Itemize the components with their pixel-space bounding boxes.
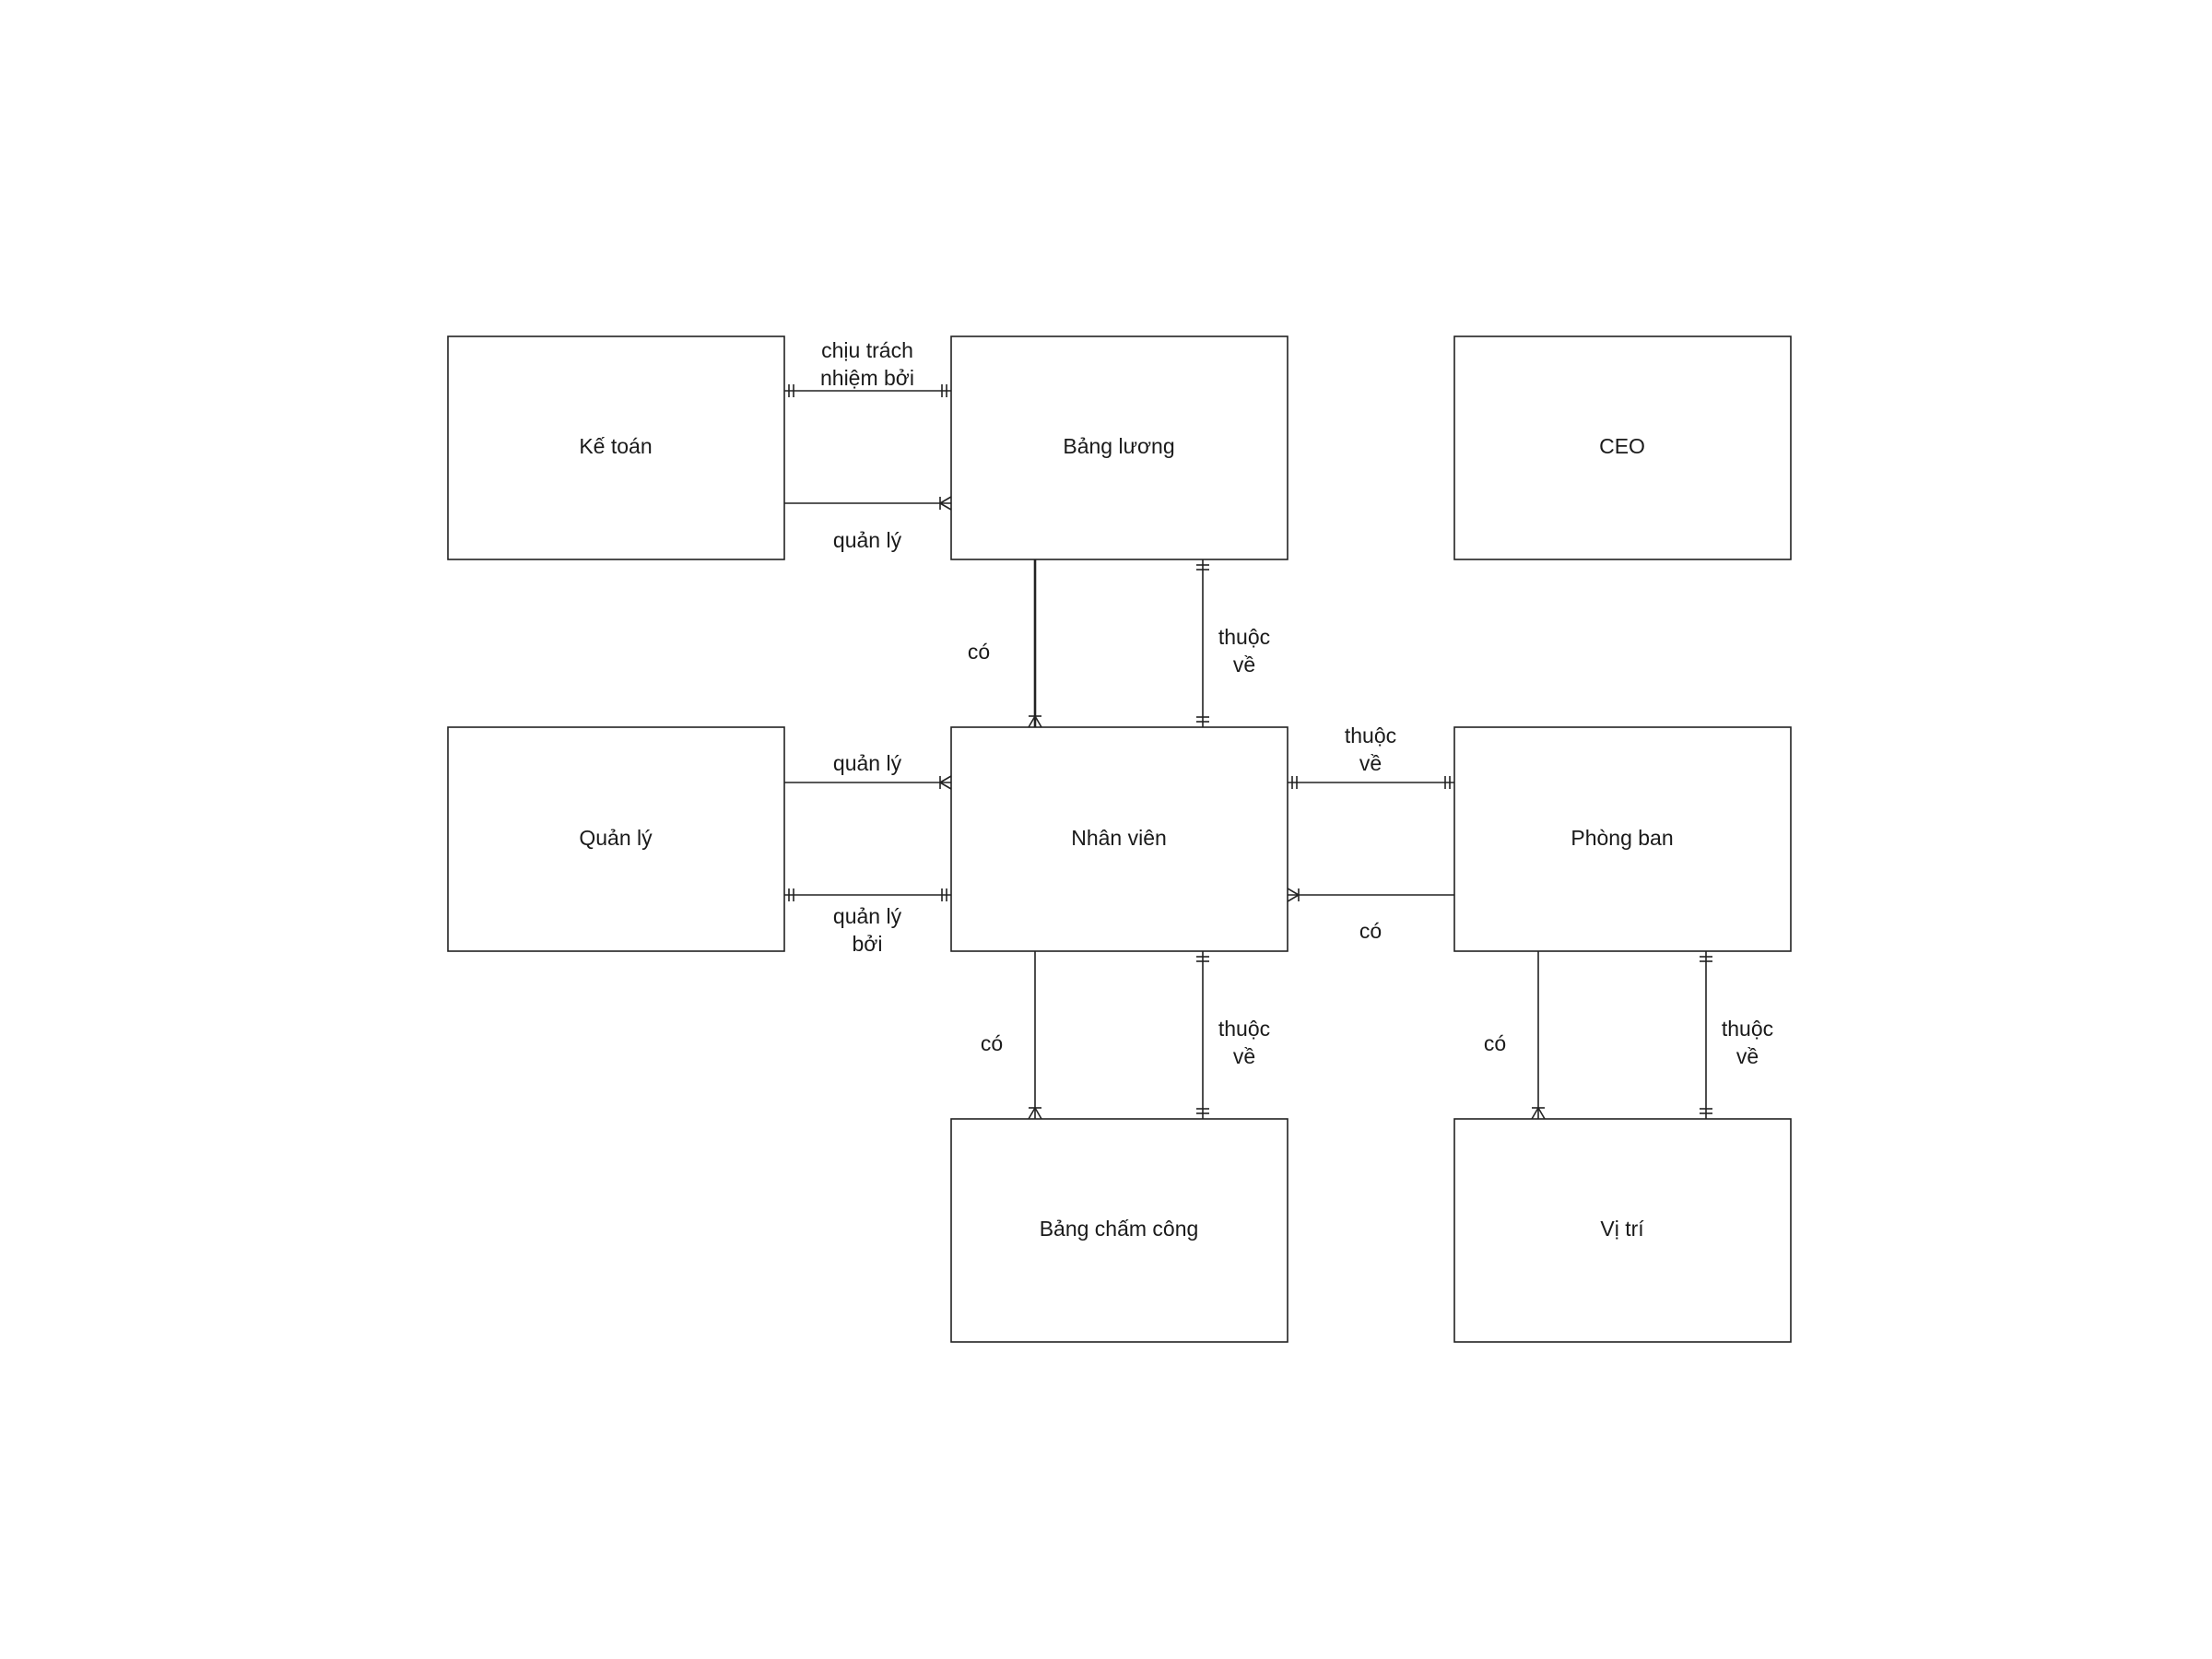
rel-label: có [981, 1031, 1003, 1055]
entity-ke-toan[interactable]: Kế toán [447, 335, 785, 560]
rel-ketoan-bangluong-top [784, 384, 951, 397]
rel-label: có [1359, 919, 1382, 943]
rel-label: về [1233, 1044, 1255, 1068]
entity-label: Nhân viên [1071, 826, 1167, 850]
rel-phongban-vitri-right [1700, 951, 1712, 1119]
rel-label: về [1736, 1044, 1759, 1068]
entity-label: CEO [1599, 434, 1645, 458]
entity-label: Bảng chấm công [1040, 1217, 1199, 1241]
rel-label: quản lý [833, 904, 902, 928]
rel-nhanvien-phongban-bottom [1287, 888, 1454, 902]
rel-bangluong-nhanvien-right [1196, 559, 1209, 727]
rel-label: thuộc [1345, 724, 1396, 747]
rel-label: quản lý [833, 528, 902, 552]
entity-bang-luong[interactable]: Bảng lương [950, 335, 1288, 560]
entity-label: Vị trí [1600, 1217, 1644, 1241]
rel-bangluong-nhanvien-left [1028, 559, 1042, 728]
rel-label: về [1233, 653, 1255, 677]
many-marker [1028, 1107, 1042, 1120]
entity-vi-tri[interactable]: Vị trí [1453, 1118, 1792, 1343]
entity-phong-ban[interactable]: Phòng ban [1453, 726, 1792, 952]
rel-label: bởi [853, 932, 883, 956]
entity-label: Kế toán [579, 434, 652, 458]
rel-nhanvien-phongban-top [1288, 776, 1454, 789]
entity-label: Quản lý [579, 826, 653, 850]
rel-label: quản lý [833, 751, 902, 775]
entity-ceo[interactable]: CEO [1453, 335, 1792, 560]
many-marker [939, 775, 952, 790]
entity-quan-ly[interactable]: Quản lý [447, 726, 785, 952]
rel-phongban-vitri-left [1531, 951, 1546, 1120]
rel-label: có [1484, 1031, 1506, 1055]
rel-label: thuộc [1218, 1017, 1270, 1041]
many-marker [1531, 1107, 1546, 1120]
rel-nhanvien-chamcong-right [1196, 951, 1209, 1119]
entity-label: Phòng ban [1571, 826, 1673, 850]
many-marker [939, 496, 952, 511]
rel-nhanvien-chamcong-left [1028, 951, 1042, 1120]
rel-label: thuộc [1218, 625, 1270, 649]
rel-label: chịu trách [821, 338, 913, 362]
entity-nhan-vien[interactable]: Nhân viên [950, 726, 1288, 952]
many-marker [1028, 715, 1042, 728]
rel-quanly-nhanvien-top [784, 775, 952, 790]
rel-quanly-nhanvien-bottom [784, 888, 951, 901]
rel-label: nhiệm bởi [820, 366, 914, 390]
rel-ketoan-bangluong-bottom [784, 496, 952, 511]
entity-label: Bảng lương [1063, 434, 1174, 458]
rel-label: thuộc [1722, 1017, 1773, 1041]
rel-label: về [1359, 751, 1382, 775]
rel-label: có [968, 640, 990, 664]
many-marker [1287, 888, 1300, 902]
entity-bang-cham-cong[interactable]: Bảng chấm công [950, 1118, 1288, 1343]
